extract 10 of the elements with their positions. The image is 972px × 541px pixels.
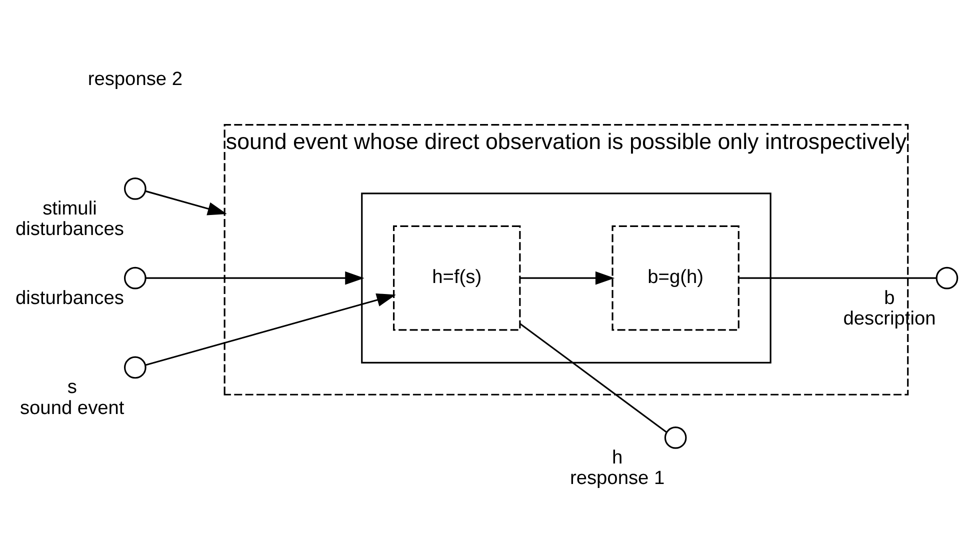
label: response 2 — [88, 69, 183, 90]
node-label: sound event — [20, 398, 124, 419]
node-label: response 1 — [570, 468, 665, 490]
node-label: disturbances — [15, 219, 124, 240]
node-label: h — [612, 447, 623, 468]
node-label: description — [843, 308, 936, 330]
node-label: b — [884, 288, 895, 309]
node-label: disturbances — [15, 288, 124, 309]
node-label: stimuli — [42, 198, 97, 220]
node-label: s — [67, 377, 77, 398]
